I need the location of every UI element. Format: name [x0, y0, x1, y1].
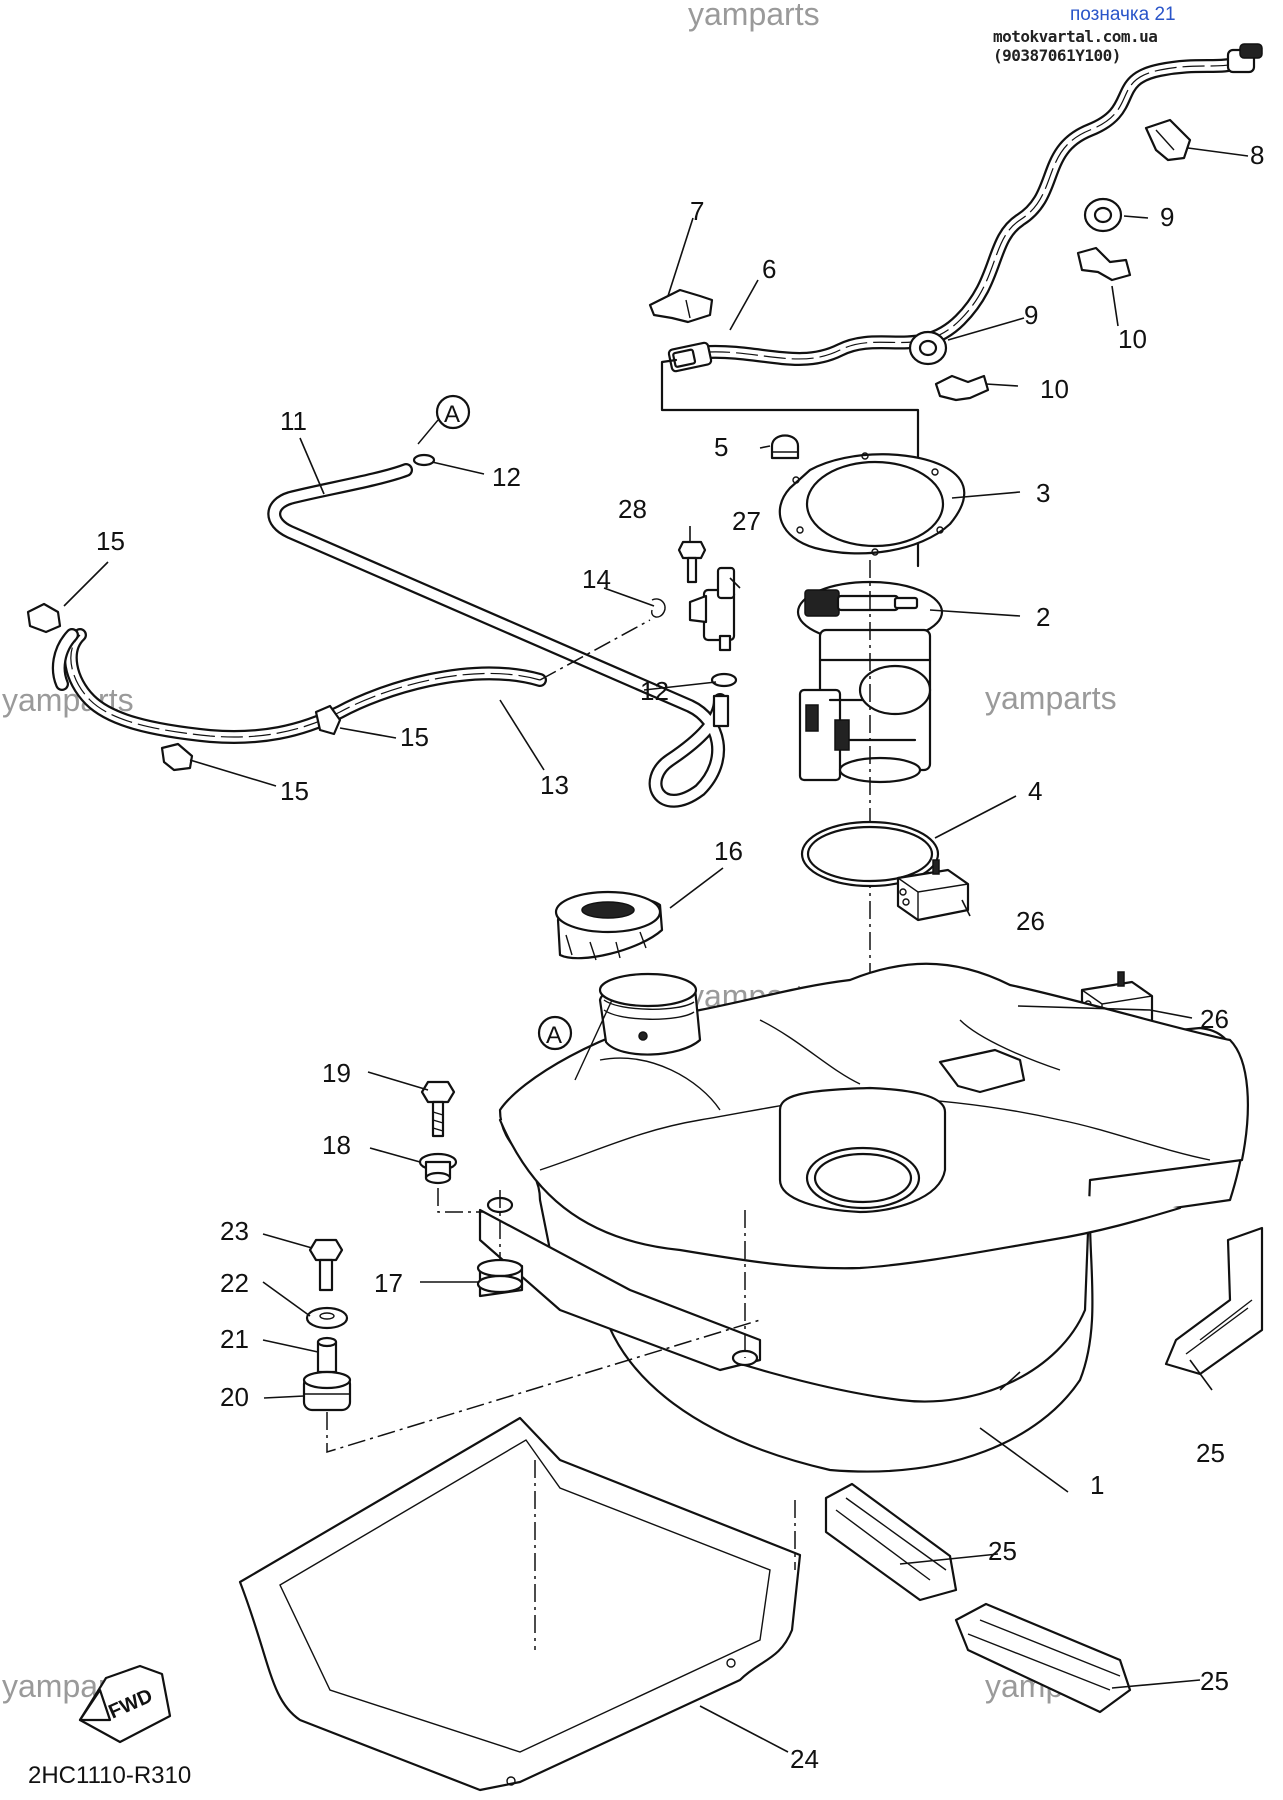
ref-label: A [444, 401, 460, 428]
damper[interactable] [896, 859, 970, 922]
callout-9a: 9 [1160, 202, 1174, 232]
callout-25b: 25 [988, 1536, 1017, 1566]
callout-15a: 15 [96, 526, 125, 556]
ref-label: A [546, 1022, 562, 1049]
header-title: позначка 21 [1070, 4, 1176, 25]
ref-circle-a: A [537, 1015, 573, 1051]
washer[interactable] [305, 1306, 349, 1330]
hose-connector [667, 43, 1263, 373]
hose-clip[interactable] [651, 598, 666, 618]
callout-18: 18 [322, 1130, 351, 1160]
callout-12a: 12 [492, 462, 521, 492]
o-ring[interactable] [800, 820, 940, 888]
side-guard[interactable] [824, 1482, 958, 1602]
collar[interactable] [418, 1152, 458, 1185]
callout-5: 5 [714, 432, 728, 462]
grommet[interactable] [476, 1258, 524, 1298]
grommet[interactable] [908, 197, 1123, 366]
callout-19: 19 [322, 1058, 351, 1088]
callout-3: 3 [1036, 478, 1050, 508]
callout-15c: 15 [280, 776, 309, 806]
a-pointer [574, 999, 613, 1081]
callout-12b: 12 [640, 676, 669, 706]
ref-circle-a: A [417, 394, 471, 445]
fuel-cap[interactable] [554, 890, 664, 961]
hose-clip[interactable] [648, 288, 714, 324]
drain-hose[interactable] [51, 628, 547, 744]
callout-16: 16 [714, 836, 743, 866]
side-guard[interactable] [954, 1602, 1132, 1714]
callout-27: 27 [732, 506, 761, 536]
under-tray[interactable] [238, 1416, 802, 1792]
clip[interactable] [934, 246, 1132, 402]
side-guard[interactable] [1164, 1226, 1264, 1376]
callout-9b: 9 [1024, 300, 1038, 330]
callout-10b: 10 [1040, 374, 1069, 404]
callout-28: 28 [618, 494, 647, 524]
callout-17: 17 [374, 1268, 403, 1298]
callout-20: 20 [220, 1382, 249, 1412]
stack-axis [326, 1319, 761, 1454]
damper[interactable] [302, 1370, 352, 1412]
callouts: 1 2 3 4 5 6 7 8 9 9 10 10 11 12 12 13 14… [96, 140, 1264, 1774]
callout-23: 23 [220, 1216, 249, 1246]
callout-21: 21 [220, 1324, 249, 1354]
bolt[interactable] [308, 1238, 344, 1292]
callout-13: 13 [540, 770, 569, 800]
callout-22: 22 [220, 1268, 249, 1298]
callout-4: 4 [1028, 776, 1042, 806]
watermark: yamparts [688, 0, 820, 32]
callout-24: 24 [790, 1744, 819, 1774]
fuel-tank[interactable] [478, 962, 1249, 1473]
callout-10a: 10 [1118, 324, 1147, 354]
callout-1: 1 [1090, 1470, 1104, 1500]
callout-15b: 15 [400, 722, 429, 752]
hose-clip[interactable] [412, 453, 738, 688]
collar[interactable] [316, 1336, 338, 1374]
bolt-axis [437, 1188, 484, 1213]
fuel-hose[interactable] [701, 55, 1247, 366]
callout-7: 7 [690, 196, 704, 226]
clamp[interactable] [1144, 118, 1192, 162]
breather-hose[interactable] [267, 463, 730, 808]
callout-25c: 25 [1200, 1666, 1229, 1696]
callout-26a: 26 [1016, 906, 1045, 936]
callout-11: 11 [280, 406, 307, 436]
rollover-valve[interactable] [688, 566, 736, 652]
leader-lines [63, 147, 1249, 1753]
cap-nut[interactable] [770, 434, 800, 460]
hose-clip[interactable] [26, 602, 342, 772]
callout-25a: 25 [1196, 1438, 1225, 1468]
callout-14: 14 [582, 564, 611, 594]
forward-arrow-icon: FWD [78, 1664, 172, 1744]
callout-26b: 26 [1200, 1004, 1229, 1034]
drain-hose-link [539, 619, 651, 681]
diagram-code: 2HC1110-R310 [28, 1762, 192, 1789]
tray-axis [534, 1460, 796, 1650]
bolt[interactable] [420, 1080, 456, 1138]
bolt[interactable] [677, 540, 707, 584]
callout-2: 2 [1036, 602, 1050, 632]
retaining-plate[interactable] [778, 452, 966, 556]
fuel-pump[interactable] [796, 580, 944, 784]
callout-8: 8 [1250, 140, 1264, 170]
callout-6: 6 [762, 254, 776, 284]
header-site[interactable]: motokvartal.com.ua (90387061Y100) [993, 27, 1158, 65]
watermark: yamparts [985, 680, 1117, 716]
